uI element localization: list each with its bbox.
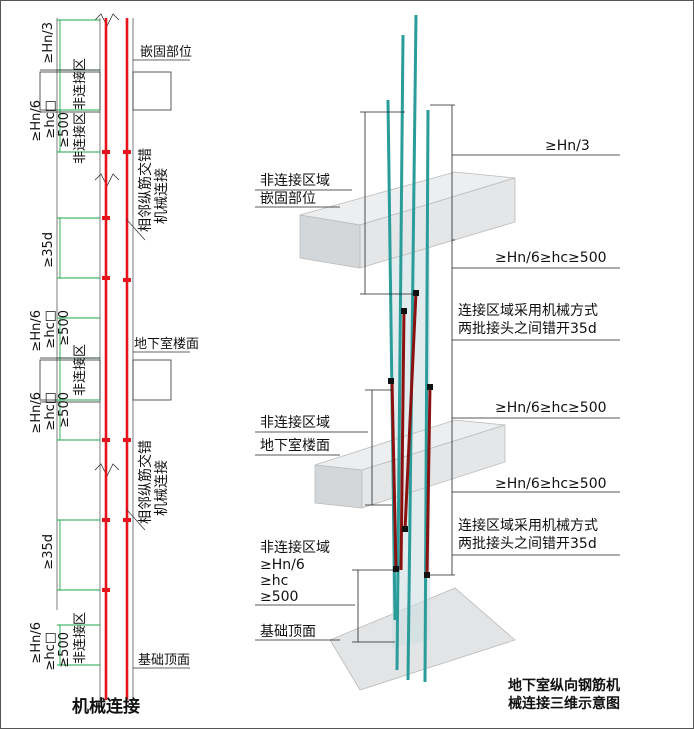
left-label-hc-2: ≥hc□	[43, 310, 58, 349]
right-caption-line2: 械连接三维示意图	[508, 695, 620, 712]
basement-slab	[132, 359, 172, 401]
right-3d-view: ≥Hn/3 非连接区域 嵌固部位 ≥Hn/6≥hc≥500 连接区域采用机械方式…	[255, 14, 620, 712]
right-label-hc: ≥hc	[260, 573, 288, 589]
right-label-conn-2b: 两批接头之间错开35d	[458, 535, 597, 552]
right-label-nonconn-2: 非连接区域	[260, 414, 330, 431]
right-label-conn-1a: 连接区域采用机械方式	[458, 302, 598, 319]
left-label-hc-1: ≥hc□	[43, 100, 58, 139]
left-label-hc-3: ≥hc□	[43, 392, 58, 431]
left-label-500-1: ≥500	[57, 112, 72, 148]
red-connection-rebars	[390, 291, 432, 576]
right-label-hn6hc500-3: ≥Hn/6≥hc≥500	[495, 476, 607, 492]
right-label-500: ≥500	[260, 589, 298, 605]
left-label-stagger-1b: 机械连接	[153, 168, 170, 224]
right-label-conn-1b: 两批接头之间错开35d	[458, 320, 597, 337]
left-label-hn6-2: ≥Hn/6	[29, 310, 44, 352]
right-label-nonconn-1: 非连接区域	[260, 172, 330, 189]
right-label-foundation-top: 基础顶面	[260, 623, 316, 640]
left-label-nonconn-1: 非连接区	[72, 58, 88, 110]
left-label-500-2: ≥500	[57, 310, 72, 346]
left-label-500-3: ≥500	[57, 392, 72, 428]
right-label-embedded: 嵌固部位	[260, 191, 316, 207]
right-caption-line1: 地下室纵向钢筋机	[508, 677, 620, 694]
left-label-hn6-1: ≥Hn/6	[29, 100, 44, 142]
left-label-nonconn-3: 非连接区	[72, 344, 88, 396]
left-label-nonconn-4: 非连接区	[72, 612, 88, 664]
right-label-hn6hc500-2: ≥Hn/6≥hc≥500	[495, 400, 607, 416]
right-label-conn-2a: 连接区域采用机械方式	[458, 517, 598, 534]
left-label-35d-2: ≥35d	[41, 534, 56, 570]
left-label-hn6-3: ≥Hn/6	[29, 392, 44, 434]
left-label-hc-4: ≥hc□	[43, 632, 58, 671]
teal-rebars	[386, 14, 430, 683]
right-label-basement-floor: 地下室楼面	[260, 437, 330, 454]
right-label-hn6hc500-1: ≥Hn/6≥hc≥500	[495, 250, 607, 266]
right-label-hn6: ≥Hn/6	[260, 557, 305, 573]
left-label-foundation-top: 基础顶面	[138, 653, 190, 668]
left-label-basement-floor: 地下室楼面	[134, 336, 199, 352]
left-label-nonconn-2: 非连接区	[72, 112, 88, 164]
embedded-slab	[132, 71, 172, 111]
left-label-500-4: ≥500	[57, 632, 72, 668]
right-label-nonconn-3: 非连接区域	[260, 539, 330, 556]
right-label-hn3: ≥Hn/3	[545, 138, 590, 154]
left-label-embedded: 嵌固部位	[140, 45, 192, 60]
left-label-stagger-1a: 相邻纵筋交错	[137, 148, 154, 232]
left-label-hn6-4: ≥Hn/6	[29, 622, 44, 664]
left-label-hn3: ≥Hn/3	[41, 22, 56, 64]
left-label-stagger-2b: 机械连接	[153, 460, 170, 516]
left-label-stagger-2a: 相邻纵筋交错	[137, 440, 154, 524]
left-panel-title: 机械连接	[72, 696, 140, 717]
left-label-35d-1: ≥35d	[41, 232, 56, 268]
left-elevation: ≥Hn/3 非连接区 非连接区 ≥Hn/6 ≥hc□ ≥500 ≥35d ≥Hn…	[29, 13, 199, 717]
